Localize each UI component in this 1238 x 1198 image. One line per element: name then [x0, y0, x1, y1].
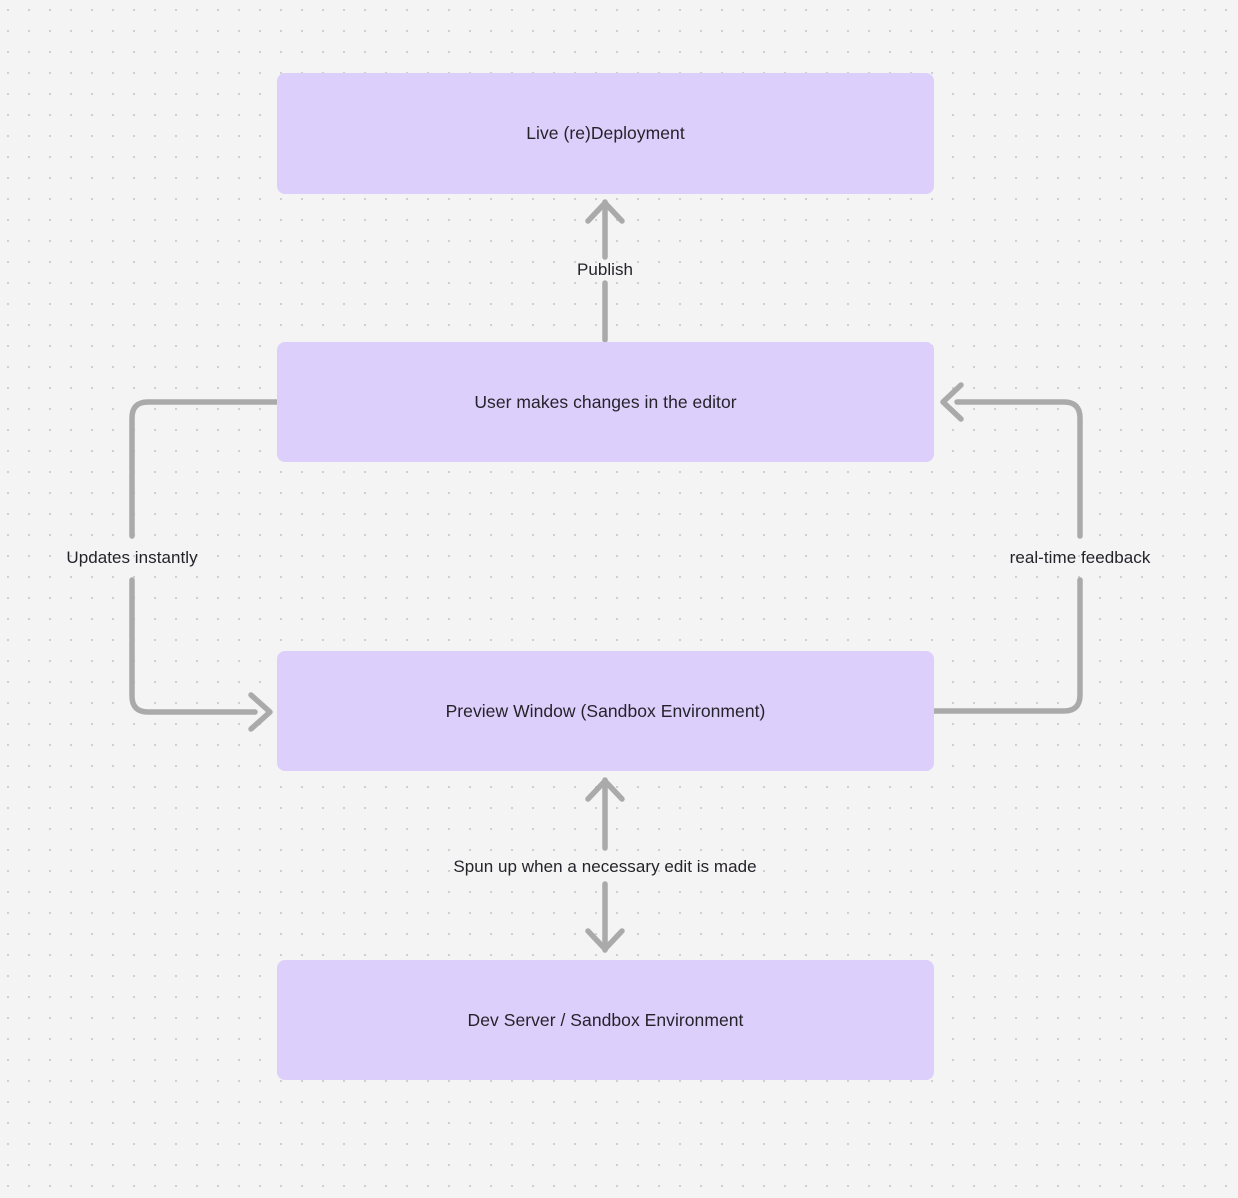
edge-feedback-upper-segment — [954, 399, 1083, 539]
edge-updates-upper-segment — [129, 399, 280, 539]
edge-feedback-arrowhead — [940, 382, 964, 422]
edge-label-publish: Publish — [576, 259, 634, 279]
node-live-deployment-label: Live (re)Deployment — [526, 123, 685, 144]
edge-publish-arrowhead — [585, 200, 625, 224]
node-user-edits[interactable]: User makes changes in the editor — [277, 342, 934, 462]
edge-spunup-up-arrowhead — [585, 778, 625, 802]
node-preview-window-label: Preview Window (Sandbox Environment) — [445, 700, 766, 721]
edge-feedback-lower-segment — [931, 577, 1083, 714]
edge-updates-arrowhead — [248, 692, 273, 732]
edge-label-updates-instantly: Updates instantly — [66, 547, 198, 567]
edge-label-real-time-feedback: real-time feedback — [1009, 547, 1151, 567]
node-user-edits-label: User makes changes in the editor — [474, 391, 737, 412]
node-dev-server-label: Dev Server / Sandbox Environment — [467, 1009, 744, 1030]
node-preview-window[interactable]: Preview Window (Sandbox Environment) — [277, 651, 934, 771]
edge-updates-lower-segment — [129, 577, 258, 715]
node-dev-server[interactable]: Dev Server / Sandbox Environment — [277, 960, 934, 1080]
edge-spunup-down-arrowhead — [585, 928, 625, 952]
edge-label-spun-up: Spun up when a necessary edit is made — [453, 856, 757, 876]
node-live-deployment[interactable]: Live (re)Deployment — [277, 73, 934, 194]
